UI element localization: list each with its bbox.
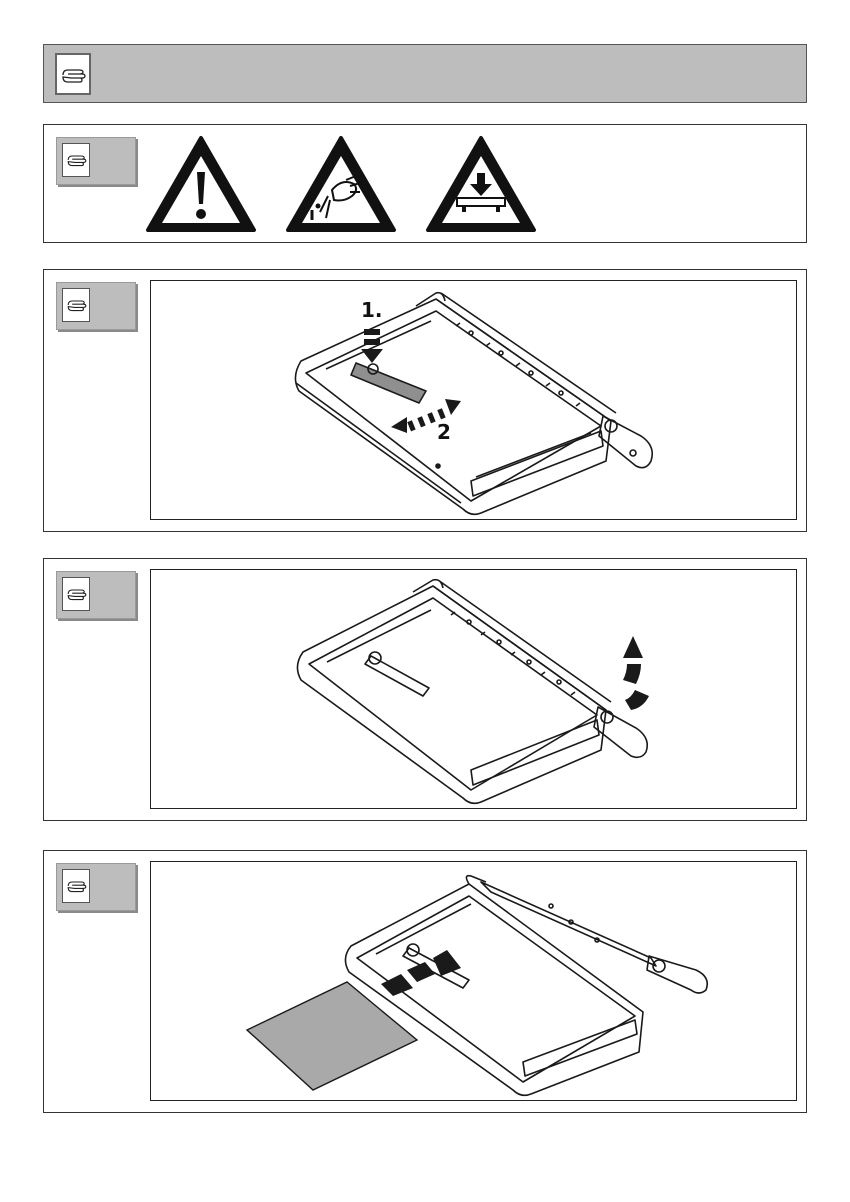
illustration-frame (150, 569, 797, 809)
warning-icons (144, 130, 564, 240)
warnings-panel (43, 124, 807, 243)
illustration-frame (150, 861, 797, 1101)
hand-pointing-icon (62, 143, 90, 177)
paper-cutter-unlock-slider: 1. 2 (151, 281, 796, 519)
crush-press-warning-icon (428, 138, 534, 230)
step-tab (56, 137, 136, 185)
paper-cutter-insert-paper (151, 862, 796, 1100)
header-bar (43, 44, 807, 103)
step-panel-1: 1. 2 (43, 269, 807, 532)
step-panel-2 (43, 558, 807, 821)
step-label-2: 2 (437, 420, 451, 444)
paper-cutter-lift-blade (151, 570, 796, 808)
step-label-1: 1. (361, 298, 383, 322)
arrow-up-icon (623, 636, 649, 710)
step-panel-3 (43, 850, 807, 1113)
arrow-right-icon (381, 950, 461, 996)
step-tab (56, 863, 136, 911)
paper-sheet (247, 982, 417, 1090)
hand-pointing-icon (62, 577, 90, 611)
hand-pointing-icon (62, 869, 90, 903)
warning-exclamation-icon (148, 138, 254, 230)
hand-pointing-icon (62, 288, 90, 322)
illustration-frame: 1. 2 (150, 280, 797, 520)
step-tab (56, 571, 136, 619)
hand-injury-warning-icon (288, 138, 394, 230)
step-tab (56, 282, 136, 330)
hand-pointing-icon (55, 53, 91, 95)
